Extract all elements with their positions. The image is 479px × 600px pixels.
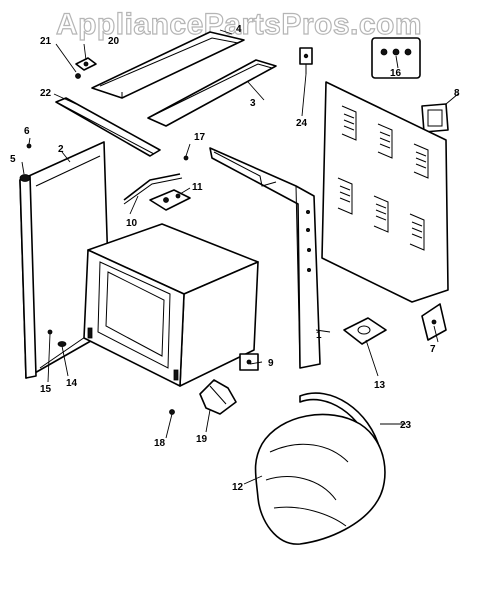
callout-21: 21	[40, 36, 52, 47]
part-rear-bracket-top[interactable]	[421, 103, 449, 133]
callout-3: 3	[250, 98, 256, 109]
part-hinge-bracket[interactable]	[75, 57, 97, 71]
part-screw-bottom[interactable]	[169, 409, 175, 415]
callout-16: 16	[390, 68, 402, 79]
part-insulation-blanket[interactable]	[254, 413, 386, 545]
callout-labels: 1 2 3 4 5 6 7 8 9 10 11 12 13 14 15 16 1…	[10, 24, 460, 493]
watermark: AppliancePartsPros.com	[56, 8, 422, 41]
callout-12: 12	[232, 482, 244, 493]
leader-lines	[21, 29, 459, 485]
callout-17: 17	[194, 132, 206, 143]
part-top-rail[interactable]	[147, 59, 277, 127]
callout-8: 8	[454, 88, 460, 99]
part-center-bracket[interactable]	[343, 317, 387, 345]
part-screw-center[interactable]	[183, 155, 189, 161]
callout-2: 2	[58, 144, 64, 155]
part-screw-lower-left[interactable]	[47, 329, 53, 335]
callout-13: 13	[374, 380, 386, 391]
part-rear-lower-bracket[interactable]	[421, 303, 447, 341]
callout-9: 9	[268, 358, 274, 369]
part-power-plug[interactable]	[299, 47, 313, 74]
part-front-top-strip[interactable]	[55, 97, 161, 157]
callout-18: 18	[154, 438, 166, 449]
part-wire-bracket[interactable]	[123, 173, 183, 205]
callout-15: 15	[40, 384, 52, 395]
callout-1: 1	[316, 330, 322, 341]
callout-24: 24	[296, 118, 308, 129]
part-door-hinge[interactable]	[199, 379, 237, 415]
callout-22: 22	[40, 88, 52, 99]
part-screw-top[interactable]	[75, 73, 81, 79]
callout-11: 11	[192, 182, 203, 193]
part-small-bracket[interactable]	[239, 353, 259, 371]
callout-19: 19	[196, 434, 208, 445]
callout-4: 4	[236, 24, 242, 35]
part-top-trim-panel[interactable]	[91, 31, 245, 99]
callout-20: 20	[108, 36, 120, 47]
callout-6: 6	[24, 126, 30, 137]
part-screw-left[interactable]	[26, 143, 32, 149]
part-oven-cavity[interactable]	[83, 223, 259, 387]
part-mount-bracket[interactable]	[149, 189, 191, 211]
part-right-side-frame[interactable]	[209, 147, 321, 369]
part-bumper[interactable]	[19, 174, 31, 182]
callout-10: 10	[126, 218, 138, 229]
callout-7: 7	[430, 344, 436, 355]
callout-23: 23	[400, 420, 412, 431]
callout-5: 5	[10, 154, 16, 165]
callout-14: 14	[66, 378, 78, 389]
part-rear-panel[interactable]	[321, 81, 449, 303]
part-clip[interactable]	[57, 341, 67, 347]
